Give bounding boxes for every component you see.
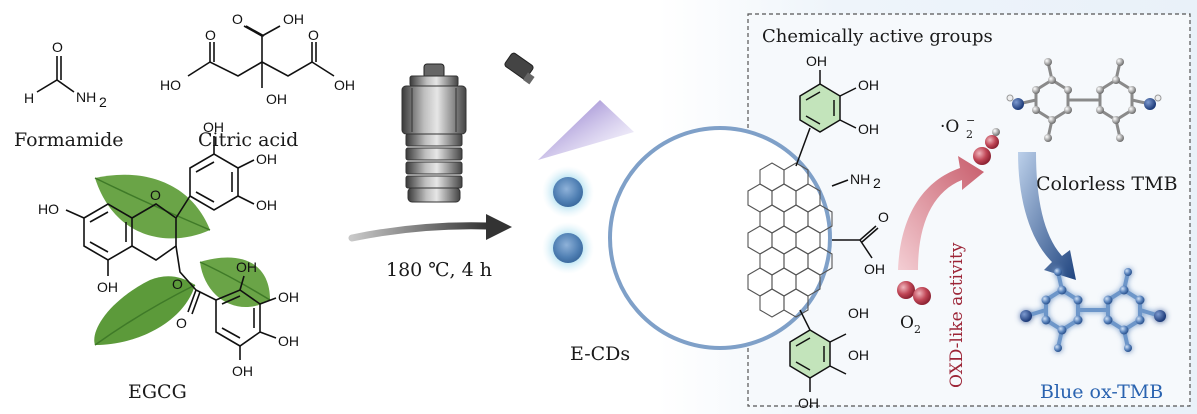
autoclave-icon [401, 63, 467, 203]
superoxide-label: ·O [940, 117, 959, 137]
panel-title: Chemically active groups [762, 26, 993, 47]
o2-label: O [900, 313, 914, 333]
carbon-dot-core [608, 126, 833, 350]
egcg-oh-b2: OH [256, 151, 277, 167]
conversion-arrow [1018, 152, 1076, 280]
egcg-label: EGCG [128, 381, 187, 403]
egcg-oh-b1: OH [203, 119, 224, 135]
egcg-structure [65, 136, 277, 360]
egcg-oh-g2: OH [278, 289, 299, 305]
carbon-dot [553, 177, 583, 207]
blue-ox-tmb-label: Blue ox-TMB [1040, 381, 1163, 403]
egcg-ho: HO [38, 201, 59, 217]
oh-top-3: OH [858, 121, 879, 137]
egcg-o-carbonyl: O [176, 315, 187, 331]
citric-oh-top: OH [283, 11, 304, 27]
citric-ho-left: HO [160, 77, 181, 93]
superoxide-sub: 2 [966, 128, 973, 141]
oh-bot-2: OH [848, 347, 869, 363]
superoxide-molecule [973, 128, 1000, 165]
citric-acid-label: Citric acid [198, 129, 298, 151]
egcg-oh-g3: OH [278, 333, 299, 349]
citric-o-top: O [232, 11, 243, 27]
citric-oh-mid: OH [266, 91, 287, 107]
formamide-o: O [52, 39, 63, 55]
citric-acid-structure [187, 25, 335, 88]
egcg-oh-g1: OH [236, 259, 257, 275]
egcg-labels: HO OH O OH OH OH O O OH OH OH OH [38, 119, 299, 379]
formamide-h: H [24, 90, 34, 106]
citric-o-left: O [205, 27, 216, 43]
colorless-tmb-atoms [1006, 58, 1162, 142]
egcg-oh-g4: OH [232, 363, 253, 379]
reaction-arrow [348, 214, 512, 242]
uv-lamp-icon [504, 52, 634, 160]
citric-o-right: O [308, 27, 319, 43]
top-galloyl-group [795, 70, 857, 167]
reaction-condition: 180 ℃, 4 h [386, 259, 492, 281]
oh-bot-1: OH [848, 305, 869, 321]
blue-ox-tmb-molecule [1020, 268, 1166, 352]
colorless-tmb-label: Colorless TMB [1036, 173, 1178, 195]
egcg-oh-a: OH [97, 279, 118, 295]
nh2-label: NH [850, 171, 870, 187]
oh-top-1: OH [806, 53, 827, 69]
citric-acid-labels: O OH O O HO OH OH [160, 11, 355, 107]
carboxyl-o: O [878, 209, 889, 225]
formamide-label: Formamide [14, 129, 124, 151]
bottom-galloyl-group [789, 309, 847, 392]
citric-oh-right: OH [334, 77, 355, 93]
formamide-nh-sub: 2 [99, 94, 107, 110]
carboxyl-oh: OH [864, 261, 885, 277]
egcg-o-ester: O [172, 276, 183, 292]
o2-sub: 2 [914, 323, 921, 336]
oh-top-2: OH [858, 77, 879, 93]
formamide-structure: O H NH 2 [24, 39, 107, 110]
oh-bot-3: OH [798, 395, 819, 411]
ecds-label: E-CDs [570, 343, 630, 365]
oxd-arrow [898, 156, 984, 270]
egcg-oh-b3: OH [256, 197, 277, 213]
o2-molecule [897, 281, 931, 305]
egcg-o-ring: O [150, 187, 161, 203]
carbon-dot [553, 233, 583, 263]
oxd-activity-label: OXD-like activity [947, 242, 967, 388]
formamide-nh: NH [76, 89, 96, 105]
superoxide-sup: − [966, 114, 975, 127]
nh2-sub: 2 [873, 175, 881, 191]
amine-carboxyl-bonds [831, 179, 879, 259]
